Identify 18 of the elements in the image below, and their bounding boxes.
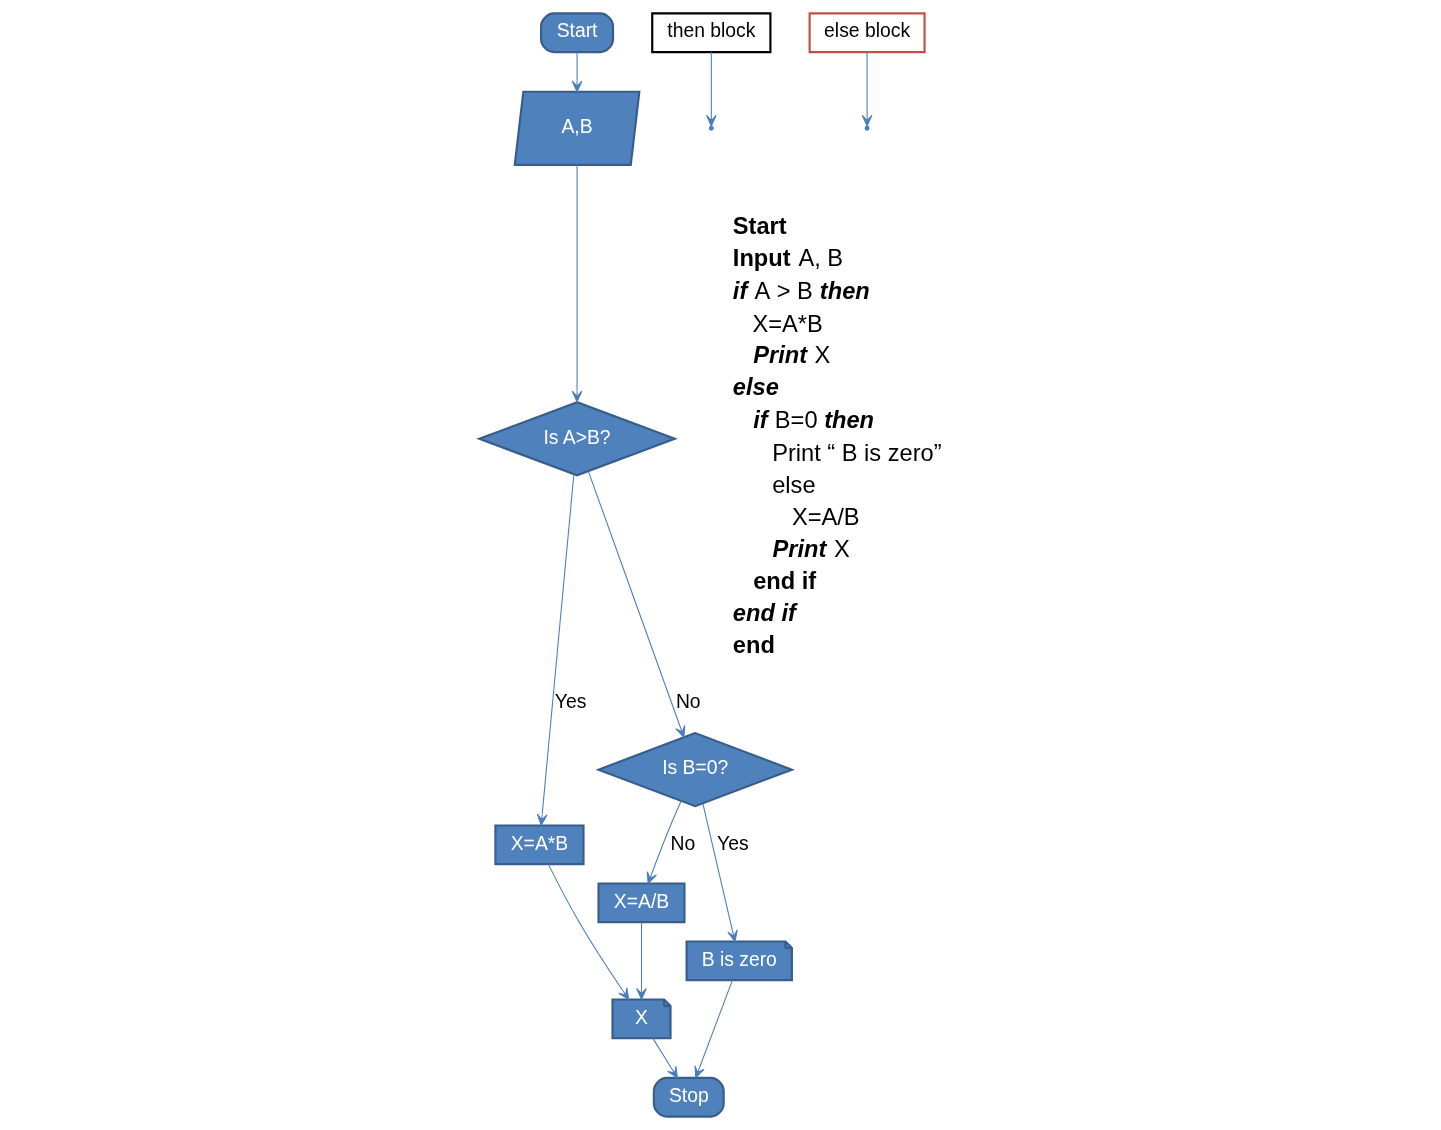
- edge-label: No: [675, 690, 701, 712]
- label: else: [732, 374, 779, 401]
- label: X=A*B: [752, 311, 823, 337]
- label: if B=0 then: [752, 406, 874, 433]
- label: Print “ B is zero”: [771, 439, 942, 466]
- label: Print X: [772, 535, 850, 562]
- edge-label: Yes: [554, 690, 586, 712]
- edge-label: No: [670, 832, 695, 854]
- label: end if: [752, 567, 816, 594]
- label: else: [771, 472, 816, 499]
- label: if A > B then: [732, 277, 870, 304]
- label: Print X: [752, 342, 830, 369]
- label: Input A, B: [732, 245, 843, 272]
- label: Start: [732, 213, 787, 240]
- label: end if: [732, 599, 796, 626]
- label: end: [732, 632, 775, 659]
- edge-label: Yes: [716, 832, 749, 854]
- label: X=A/B: [791, 504, 860, 531]
